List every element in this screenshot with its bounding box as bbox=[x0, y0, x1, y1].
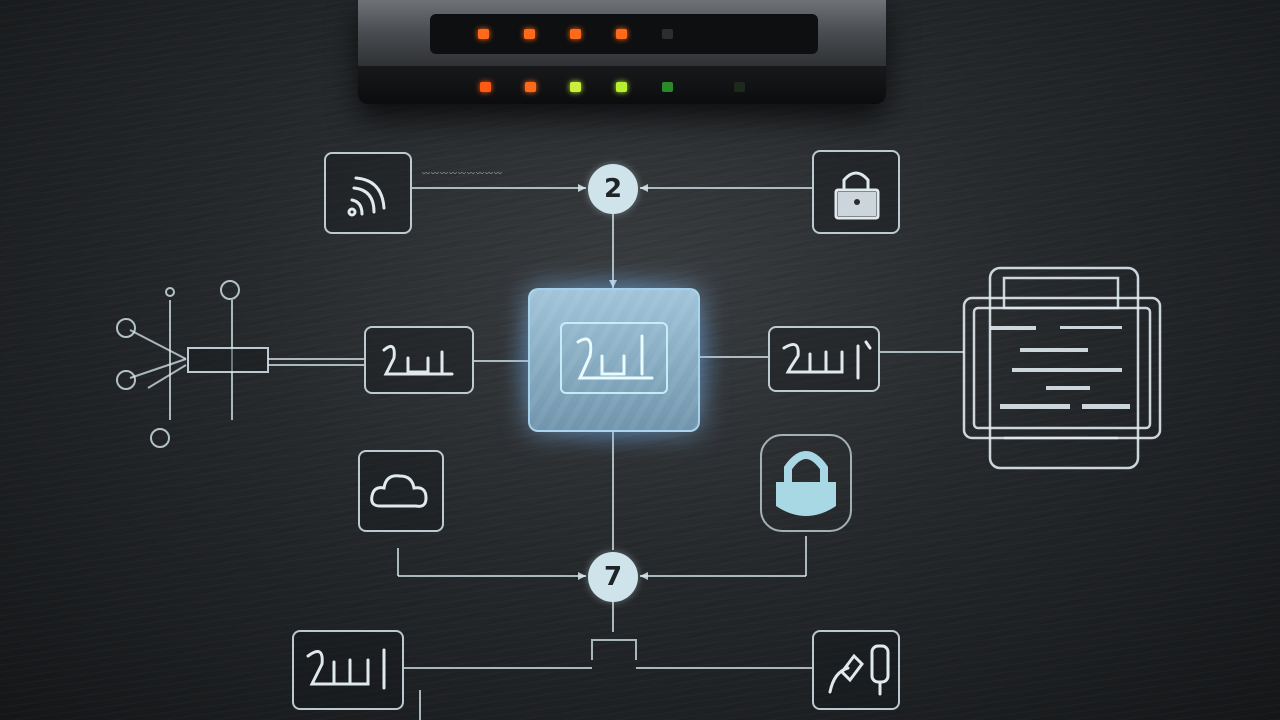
led-top-1 bbox=[478, 29, 489, 39]
cloud-icon bbox=[370, 474, 428, 508]
cloud-node bbox=[358, 450, 444, 532]
router-led-panel-top bbox=[430, 14, 818, 54]
led-bottom-2 bbox=[525, 82, 536, 92]
right-connector-node bbox=[768, 326, 880, 392]
led-bottom-3 bbox=[570, 82, 581, 92]
led-top-5 bbox=[662, 29, 673, 39]
bottom-left-node bbox=[292, 630, 404, 710]
connector-icon bbox=[306, 648, 386, 690]
router-led-panel-bottom bbox=[358, 66, 886, 104]
led-bottom-6 bbox=[734, 82, 745, 92]
lock-node-top bbox=[812, 150, 900, 234]
wifi-signal-icon bbox=[347, 176, 386, 217]
top-line-caption: 〰〰〰〰〰〰〰〰〰 bbox=[422, 169, 503, 178]
led-bottom-1 bbox=[480, 82, 491, 92]
led-top-2 bbox=[524, 29, 535, 39]
led-top-3 bbox=[570, 29, 581, 39]
lock-node-bottom bbox=[760, 434, 852, 532]
central-hub bbox=[528, 288, 700, 432]
connector-icon bbox=[382, 344, 454, 376]
plug-icon bbox=[828, 644, 890, 696]
splitter-box bbox=[187, 347, 269, 373]
led-bottom-5 bbox=[662, 82, 673, 92]
led-top-4 bbox=[616, 29, 627, 39]
padlock-outline-icon bbox=[834, 171, 880, 220]
connector-icon bbox=[782, 340, 872, 380]
step-circle-top: 2 bbox=[588, 164, 638, 214]
device-doc-icon bbox=[962, 266, 1162, 470]
router-device bbox=[358, 0, 886, 104]
left-connector-node bbox=[364, 326, 474, 394]
step-circle-bottom: 7 bbox=[588, 552, 638, 602]
led-bottom-4 bbox=[616, 82, 627, 92]
wifi-node bbox=[324, 152, 412, 234]
hub-inner-frame bbox=[560, 322, 668, 394]
chip-hub-icon bbox=[576, 334, 654, 380]
plug-node bbox=[812, 630, 900, 710]
padlock-filled-icon bbox=[776, 451, 836, 516]
